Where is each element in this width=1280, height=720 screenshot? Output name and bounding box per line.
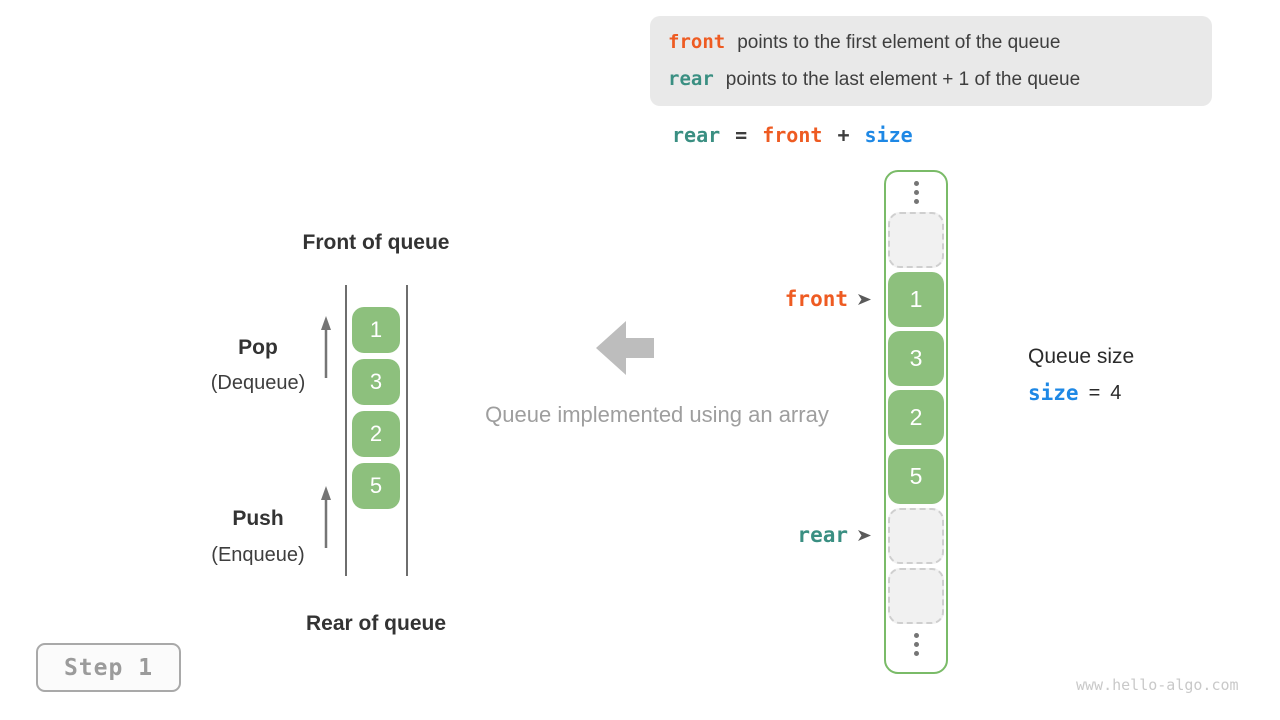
push-label: Push [232,507,284,530]
size-value: 4 [1110,381,1122,404]
queue-cell: 1 [352,307,400,353]
queue-cell: 5 [352,463,400,509]
arrowhead-right-icon [858,529,871,541]
formula-front-token: front [762,123,823,147]
front-pointer-label: front [784,287,848,311]
front-code-label: front [668,31,726,53]
array-empty-cell [888,568,944,624]
rear-code-label: rear [668,68,714,90]
formula-equals-token: = [735,123,748,147]
diagram-caption: Queue implemented using an array [485,402,829,427]
array-cell: 3 [888,331,944,386]
queue-cell: 2 [352,411,400,457]
array-empty-cell [888,212,944,268]
array-cell: 1 [888,272,944,327]
pop-label: Pop [238,336,278,359]
formula-plus-token: + [837,123,850,147]
left-block-arrow-icon [596,321,654,375]
front-pointer: front [762,285,872,313]
pop-up-arrow-icon [321,316,331,378]
arrowhead-right-icon [858,293,871,305]
front-of-queue-label: Front of queue [302,231,450,254]
rear-pointer: rear [762,521,872,549]
queue-cell: 3 [352,359,400,405]
enqueue-label: (Enqueue) [211,544,305,566]
array-empty-cell [888,508,944,564]
queue-channel-line-right [406,285,408,576]
array-container: 1 3 2 5 [884,170,948,674]
rear-explanation-text: points to the last element + 1 of the qu… [725,69,1081,90]
step-badge: Step 1 [36,643,181,692]
queue-channel-line-left [345,285,347,576]
array-cell: 5 [888,449,944,504]
rear-explanation-line: rear points to the last element + 1 of t… [668,62,1194,97]
watermark-text: www.hello-algo.com [1076,676,1239,694]
rear-of-queue-label: Rear of queue [305,612,447,635]
size-variable-label: size [1028,381,1079,405]
queue-size-equation: size = 4 [1028,381,1121,405]
formula-size-token: size [864,123,913,147]
pointer-explanation-box: front points to the first element of the… [650,16,1212,106]
queue-size-label: Queue size [1028,345,1135,368]
array-cell: 2 [888,390,944,445]
size-equals-sign: = [1088,381,1101,404]
rear-formula: rear = front + size [672,123,913,147]
vertical-ellipsis-icon [913,632,919,656]
push-up-arrow-icon [321,486,331,548]
formula-rear-token: rear [672,123,721,147]
rear-pointer-label: rear [797,523,848,547]
front-explanation-text: points to the first element of the queue [737,32,1061,53]
vertical-ellipsis-icon [913,180,919,204]
dequeue-label: (Dequeue) [210,372,306,394]
front-explanation-line: front points to the first element of the… [668,25,1194,60]
left-queue-cells: 1 3 2 5 [352,307,400,509]
